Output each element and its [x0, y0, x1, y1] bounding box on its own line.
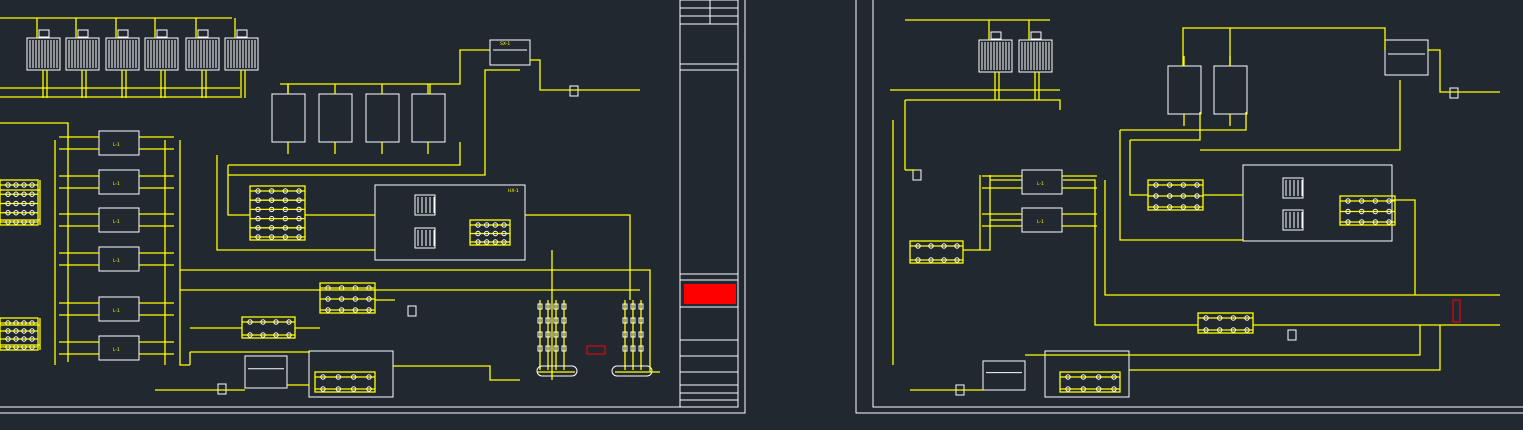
cooling-tower[interactable] — [65, 18, 100, 98]
pump-group[interactable] — [469, 219, 511, 246]
distribution-header[interactable] — [611, 365, 653, 377]
chiller-label: L-1 — [113, 219, 120, 225]
exchanger-package[interactable] — [1242, 164, 1393, 242]
cooling-tower[interactable] — [224, 18, 259, 98]
valve-stack[interactable] — [545, 300, 551, 370]
water-tank[interactable] — [1384, 39, 1429, 76]
heat-exchanger-coil[interactable] — [1282, 209, 1304, 231]
valve-stack[interactable] — [638, 300, 644, 370]
pump-package[interactable] — [308, 350, 394, 398]
pump-group[interactable] — [249, 185, 306, 241]
warning-stamp — [684, 284, 736, 304]
cooling-tower[interactable] — [26, 18, 61, 98]
chiller-unit[interactable] — [59, 207, 174, 233]
equipment-symbol[interactable] — [569, 85, 579, 97]
cooling-tower[interactable] — [978, 20, 1013, 100]
water-tank[interactable] — [982, 360, 1026, 391]
chiller-label: L-1 — [113, 181, 120, 187]
pump-package[interactable] — [1044, 350, 1130, 398]
equipment-symbol[interactable] — [217, 383, 227, 395]
valve-stack[interactable] — [622, 300, 628, 370]
chiller-label: L-1 — [113, 142, 120, 148]
plate-heat-exchanger[interactable] — [318, 84, 353, 154]
chiller-label: L-1 — [113, 258, 120, 264]
equipment-symbol[interactable] — [1449, 87, 1459, 99]
cooling-tower[interactable] — [1018, 20, 1053, 100]
chiller-unit[interactable] — [982, 169, 1097, 195]
water-tank[interactable] — [489, 39, 531, 66]
heat-exchanger-coil[interactable] — [414, 194, 436, 216]
equipment-symbol[interactable] — [407, 305, 417, 317]
chiller-unit[interactable] — [59, 335, 174, 361]
cooling-tower[interactable] — [185, 18, 220, 98]
red-valve[interactable] — [586, 345, 606, 355]
chiller-label: L-1 — [113, 308, 120, 314]
plate-heat-exchanger[interactable] — [411, 84, 446, 154]
valve-stack[interactable] — [630, 300, 636, 370]
plate-heat-exchanger[interactable] — [1167, 56, 1202, 126]
chiller-labels: L-1 L-1 L-1 L-1 L-1 L-1 L-1 L-1 SX-1 HX-… — [113, 41, 1044, 353]
chiller-label: L-1 — [113, 347, 120, 353]
equipment-symbol[interactable] — [912, 169, 922, 181]
pump-group[interactable] — [1197, 312, 1254, 334]
pump-group[interactable] — [1147, 179, 1204, 211]
plate-heat-exchanger[interactable] — [365, 84, 400, 154]
chiller-unit[interactable] — [59, 130, 174, 156]
tank-label: SX-1 — [500, 41, 510, 47]
plate-heat-exchanger[interactable] — [1213, 56, 1248, 126]
chiller-unit[interactable] — [59, 246, 174, 272]
heat-exchanger-coil[interactable] — [414, 227, 436, 249]
cooling-tower[interactable] — [144, 18, 179, 98]
pump-group[interactable] — [1059, 371, 1121, 393]
pump-group[interactable] — [319, 282, 376, 314]
valve-stack[interactable] — [537, 300, 543, 370]
equipment-symbol[interactable] — [1287, 329, 1297, 341]
pump-group[interactable] — [1339, 195, 1396, 226]
water-tank[interactable] — [244, 355, 288, 389]
red-valve[interactable] — [1452, 299, 1461, 323]
left-piping — [0, 17, 660, 391]
chiller-unit[interactable] — [59, 169, 174, 195]
valve-stack[interactable] — [553, 300, 559, 370]
chiller-label: L-1 — [1037, 181, 1044, 187]
exchanger-package[interactable] — [374, 184, 526, 261]
heat-exchanger-coil[interactable] — [1282, 177, 1304, 199]
chiller-unit[interactable] — [59, 296, 174, 322]
valve-stack[interactable] — [561, 300, 567, 370]
pump-group[interactable] — [909, 240, 964, 264]
plate-heat-exchanger[interactable] — [271, 84, 306, 154]
chiller-label: L-1 — [1037, 219, 1044, 225]
distribution-header[interactable] — [536, 365, 578, 377]
exchanger-label: HX-1 — [508, 188, 519, 194]
pump-group[interactable] — [314, 371, 376, 393]
cooling-tower[interactable] — [105, 18, 140, 98]
pump-group[interactable] — [0, 179, 39, 226]
pump-group[interactable] — [0, 317, 39, 351]
right-sheet-frame — [855, 0, 1523, 414]
pump-group[interactable] — [241, 316, 296, 339]
right-piping — [890, 19, 1500, 391]
left-sheet-frame — [0, 0, 746, 414]
